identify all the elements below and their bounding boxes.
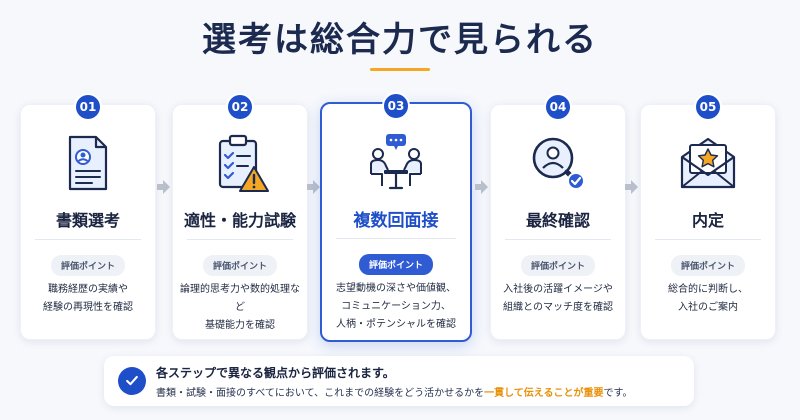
evaluation-point-pill: 評価ポイント xyxy=(50,255,126,276)
check-circle-icon xyxy=(118,367,146,395)
step-number-badge: 05 xyxy=(694,93,722,121)
divider xyxy=(187,239,293,240)
divider xyxy=(655,239,761,240)
step-card-2: 02 適性・能力試験 評価ポイント 論理的思考力や数的処理など 基礎能力を確認 xyxy=(172,93,308,340)
step-description: 入社後の活躍イメージや 組織とのマッチ度を確認 xyxy=(503,284,613,313)
evaluation-point-pill: 評価ポイント xyxy=(520,255,596,276)
note-body: 書類・試験・面接のすべてにおいて、これまでの経験をどう活かせるかを一貫して伝える… xyxy=(156,384,633,399)
divider xyxy=(336,238,456,239)
summary-note: 各ステップで異なる観点から評価されます。 書類・試験・面接のすべてにおいて、これ… xyxy=(104,356,694,406)
note-highlight: 一貫して伝えることが重要 xyxy=(484,388,604,399)
evaluation-point-pill: 評価ポイント xyxy=(202,255,278,276)
note-body-text: 書類・試験・面接のすべてにおいて、これまでの経験をどう活かせるかを xyxy=(156,388,485,399)
step-title: 複数回面接 xyxy=(353,211,439,231)
chevron-right-icon xyxy=(304,178,322,196)
step-description: 論理的思考力や数的処理など 基礎能力を確認 xyxy=(180,284,300,331)
step-title: 内定 xyxy=(691,211,724,230)
step-title: 適性・能力試験 xyxy=(183,211,296,230)
interview-meeting-icon xyxy=(364,130,428,194)
step-card-1: 01 書類選考 評価ポイント 職務経歴の実績や 経験の再現性を確認 xyxy=(20,93,156,340)
step-title: 書類選考 xyxy=(55,211,120,230)
step-number-badge: 01 xyxy=(74,93,102,121)
magnifier-person-icon xyxy=(526,131,590,195)
step-card-4: 04 最終確認 評価ポイント 入社後の活躍イメージや 組織とのマッチ度を確認 xyxy=(490,93,626,340)
step-description: 総合的に判断し、 入社のご案内 xyxy=(668,284,748,313)
step-card-5: 05 内定 評価ポイント 総合的に判断し、 入社のご案内 xyxy=(640,93,776,340)
step-number-badge: 03 xyxy=(382,92,410,120)
note-body-end: です。 xyxy=(603,388,633,399)
offer-envelope-star-icon xyxy=(676,131,740,195)
evaluation-point-pill: 評価ポイント xyxy=(670,255,746,276)
chevron-right-icon xyxy=(622,178,640,196)
resume-document-icon xyxy=(56,131,120,195)
step-number-badge: 04 xyxy=(544,93,572,121)
evaluation-point-pill: 評価ポイント xyxy=(358,254,434,275)
step-card-3: 03 複数回面接 評価ポイント 志望動機の深さや価値観、 コミュニケーション力、… xyxy=(320,92,472,342)
chevron-right-icon xyxy=(154,178,172,196)
page-title: 選考は総合力で見られる xyxy=(202,20,598,60)
step-description: 職務経歴の実績や 経験の再現性を確認 xyxy=(43,284,133,313)
title-underline xyxy=(370,68,430,71)
clipboard-checklist-warning-icon xyxy=(208,131,272,195)
chevron-right-icon xyxy=(472,178,490,196)
step-number-badge: 02 xyxy=(226,93,254,121)
note-title: 各ステップで異なる観点から評価されます。 xyxy=(156,366,395,380)
step-title: 最終確認 xyxy=(525,211,590,230)
divider xyxy=(35,239,141,240)
step-description: 志望動機の深さや価値観、 コミュニケーション力、 人柄・ポテンシャルを確認 xyxy=(336,283,456,330)
divider xyxy=(505,239,611,240)
